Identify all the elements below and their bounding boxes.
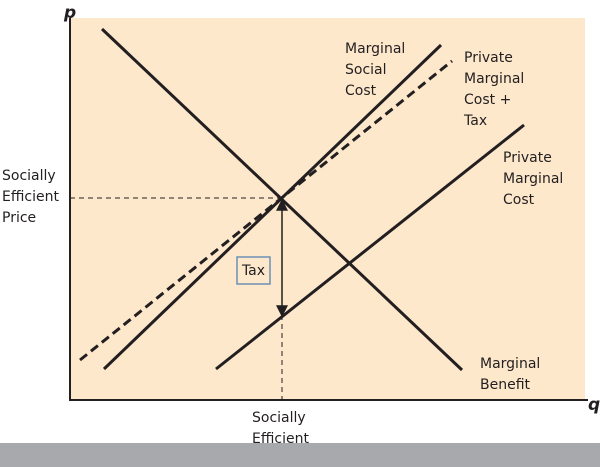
marginal-social-cost-label: Marginal Social Cost [345,41,410,99]
private-marginal-cost-label: Private Marginal Cost [503,150,568,208]
socially-efficient-quantity-label: Socially Efficient [252,410,310,447]
marginal-benefit-label: Marginal Benefit [480,356,545,393]
private-marginal-cost-plus-tax-curve [79,59,453,362]
private-marginal-cost-curve [215,123,525,371]
tax-box [236,256,271,285]
x-axis-letter: q [588,395,600,415]
tax-box-label: Tax [241,263,265,279]
footer-bar [0,443,600,467]
y-axis-letter: p [63,3,76,23]
private-marginal-cost-plus-tax-label: Private Marginal Cost + Tax [463,50,529,129]
socially-efficient-price-label: Socially Efficient Price [2,168,63,226]
